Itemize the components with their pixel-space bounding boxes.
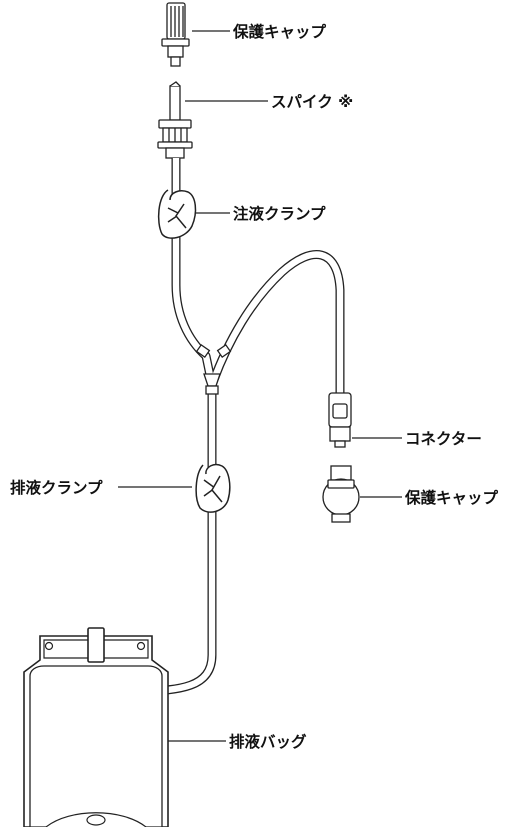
label-infusion-clamp: 注液クランプ [233,204,326,223]
label-drain-bag: 排液バッグ [229,732,307,751]
protective-cap-right [322,465,360,523]
label-protective-cap-top: 保護キャップ [232,22,327,41]
spike [157,81,193,159]
label-connector: コネクター [405,430,482,448]
leader-lines [118,30,402,742]
label-spike: スパイク ※ [271,93,353,111]
label-drain-clamp: 排液クランプ [10,478,103,497]
infusion-clamp [157,189,197,239]
connector [328,392,352,448]
label-protective-cap-right: 保護キャップ [404,488,499,507]
drain-bag [23,627,169,827]
protective-cap-top [161,2,190,67]
y-junction [195,343,232,395]
drain-clamp [195,463,231,513]
